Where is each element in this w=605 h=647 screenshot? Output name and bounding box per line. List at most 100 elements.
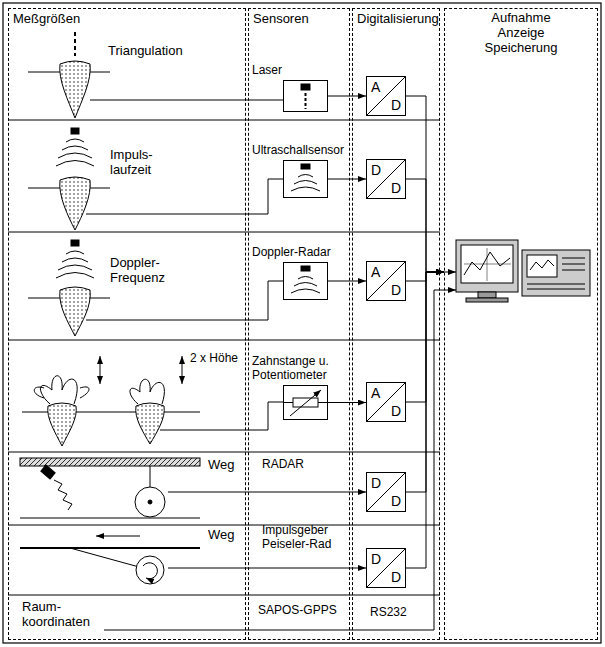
sensor-name: Impulsgeber Peiseler-Rad: [262, 524, 348, 552]
signal-connector: [406, 179, 444, 272]
sensor-name: Laser: [252, 64, 346, 78]
signal-connector: [328, 179, 366, 180]
converter-diagonal-line: [367, 549, 405, 587]
height-arrow: [182, 356, 183, 384]
converter-letter: D: [391, 283, 401, 297]
converter-box: AD: [366, 261, 406, 301]
radar-waves: [56, 251, 94, 278]
sound-waves: [291, 175, 320, 192]
signal-connector: [406, 272, 444, 281]
leaves: [130, 379, 164, 404]
sensor-box: Ultraschallsensor: [283, 160, 328, 198]
input-arrow: [444, 272, 456, 273]
beet: [60, 61, 91, 118]
converter-letter: A: [371, 80, 380, 94]
method-label: Weg: [208, 528, 244, 543]
hub: [148, 500, 152, 504]
sound-waves: [56, 139, 94, 166]
converter-letter: A: [371, 386, 380, 400]
method-label: 2 x Höhe: [190, 352, 244, 366]
row-dividers: [8, 120, 440, 595]
recorder-plot: [530, 260, 554, 270]
method-label: Impuls- laufzeit: [110, 148, 170, 178]
column-heading: Digitalisierung: [353, 9, 439, 30]
gps-signal-line: [104, 290, 456, 630]
carrier-beam: [20, 458, 200, 466]
sensor-box: Laser: [283, 80, 328, 112]
signal-line: [86, 179, 283, 214]
beet: [60, 287, 91, 336]
recorder-keys: [527, 258, 585, 289]
gps-line: [104, 290, 456, 630]
screen: [461, 245, 513, 283]
sensor-name: SAPOS-GPPS: [258, 604, 346, 618]
column-panel: Aufnahme Anzeige Speicherung: [444, 8, 598, 640]
method-label: Triangulation: [108, 44, 218, 59]
signal-line: [160, 402, 283, 430]
radar-sketch: [20, 458, 366, 518]
ground-line: [20, 518, 200, 519]
pulse-sketch: [28, 128, 283, 230]
carrier-bar: [20, 547, 200, 549]
leaves: [34, 376, 89, 404]
radar-waves: [291, 277, 320, 294]
sensor-name: Zahnstange u. Potentiometer: [252, 355, 346, 383]
signal-connector: [406, 272, 444, 492]
signal-connector: [328, 281, 366, 282]
converter-box: DD: [366, 472, 406, 512]
sensor-box: Doppler-Radar: [283, 262, 328, 300]
column-heading: Sensoren: [249, 9, 349, 30]
radar-head: [301, 266, 310, 271]
monitor-base: [466, 298, 508, 302]
converter-box: AD: [366, 382, 406, 422]
screen-grid: [464, 248, 511, 281]
converter-letter: D: [371, 476, 381, 490]
emitter: [71, 128, 79, 134]
converter-diagonal-line: [367, 473, 405, 511]
column-panel: Meßgrößen: [8, 8, 246, 640]
signal-line: [168, 568, 366, 569]
beet: [136, 403, 165, 444]
rotation-arrow: [143, 563, 157, 579]
sensor-name: Ultraschallsensor: [252, 144, 346, 158]
converter-diagonal-line: [367, 262, 405, 300]
converter-letter: D: [371, 163, 381, 177]
radar-beam: [54, 480, 72, 510]
quantity-label: Raum- koordinaten: [22, 600, 104, 630]
recorder-unit: [522, 250, 590, 296]
recorder-display: [527, 255, 557, 277]
method-label: Weg: [208, 458, 244, 473]
signal-line: [86, 281, 283, 320]
converter-diagonal-line: [367, 160, 405, 198]
column-heading: Meßgrößen: [9, 9, 245, 30]
converter-letter: D: [391, 494, 401, 508]
ultrasound-head: [301, 164, 310, 169]
outer-frame: [3, 3, 601, 643]
converter-diagonal-line: [367, 383, 405, 421]
doppler-sketch: [28, 240, 283, 336]
laser-beam: [74, 32, 76, 56]
converter-letter: D: [371, 552, 381, 566]
height-sketch: [22, 356, 283, 446]
column-panel: DigitalisierungADDDADADDDDD: [352, 8, 440, 640]
signal-connector: [406, 96, 444, 272]
radar-unit: [41, 465, 55, 479]
monitor: [456, 240, 518, 292]
converter-diagonal-line: [367, 77, 405, 115]
sensor-box: Zahnstange u. Potentiometer: [283, 385, 328, 420]
computer: [444, 240, 590, 302]
converter-letter: D: [391, 570, 401, 584]
signal-connector: [328, 402, 366, 403]
wheel: [135, 487, 165, 517]
direction-arrow: [96, 536, 140, 537]
converter-letter: A: [371, 265, 380, 279]
sensor-name: RADAR: [262, 458, 342, 472]
method-label: Doppler- Frequenz: [110, 256, 174, 286]
beet: [48, 403, 77, 446]
converter-box: DD: [366, 548, 406, 588]
converter-box: DD: [366, 159, 406, 199]
beet: [60, 177, 91, 230]
converter-box: AD: [366, 76, 406, 116]
